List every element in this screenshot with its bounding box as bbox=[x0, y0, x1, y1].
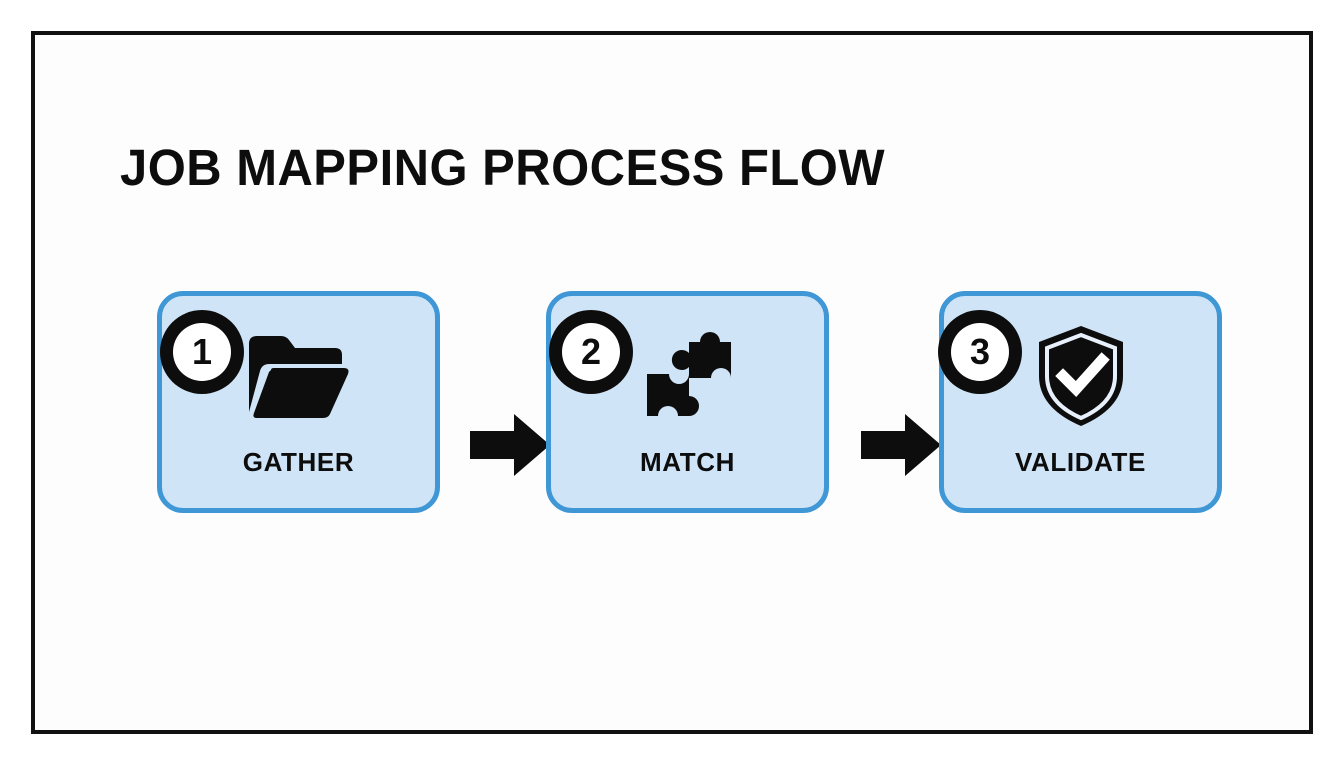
step-number-3: 3 bbox=[951, 323, 1009, 381]
step-label-validate: VALIDATE bbox=[1015, 447, 1146, 477]
step-badge-1: 1 bbox=[160, 310, 244, 394]
arrow-right-icon-1 bbox=[470, 412, 550, 478]
arrow-right-icon-2 bbox=[861, 412, 941, 478]
step-number-2: 2 bbox=[562, 323, 620, 381]
step-badge-2: 2 bbox=[549, 310, 633, 394]
step-label-gather: GATHER bbox=[242, 447, 355, 477]
step-label-match: MATCH bbox=[640, 447, 735, 477]
folder-open-icon bbox=[162, 324, 435, 428]
step-badge-3: 3 bbox=[938, 310, 1022, 394]
page-title: JOB MAPPING PROCESS FLOW bbox=[120, 139, 886, 196]
shield-check-icon bbox=[944, 324, 1217, 428]
slide-frame: JOB MAPPING PROCESS FLOW GATHER 1 bbox=[31, 31, 1313, 734]
puzzle-pieces-icon bbox=[551, 324, 824, 428]
step-number-1: 1 bbox=[173, 323, 231, 381]
process-flow-diagram: GATHER 1 MATCH 2 bbox=[35, 35, 1309, 730]
